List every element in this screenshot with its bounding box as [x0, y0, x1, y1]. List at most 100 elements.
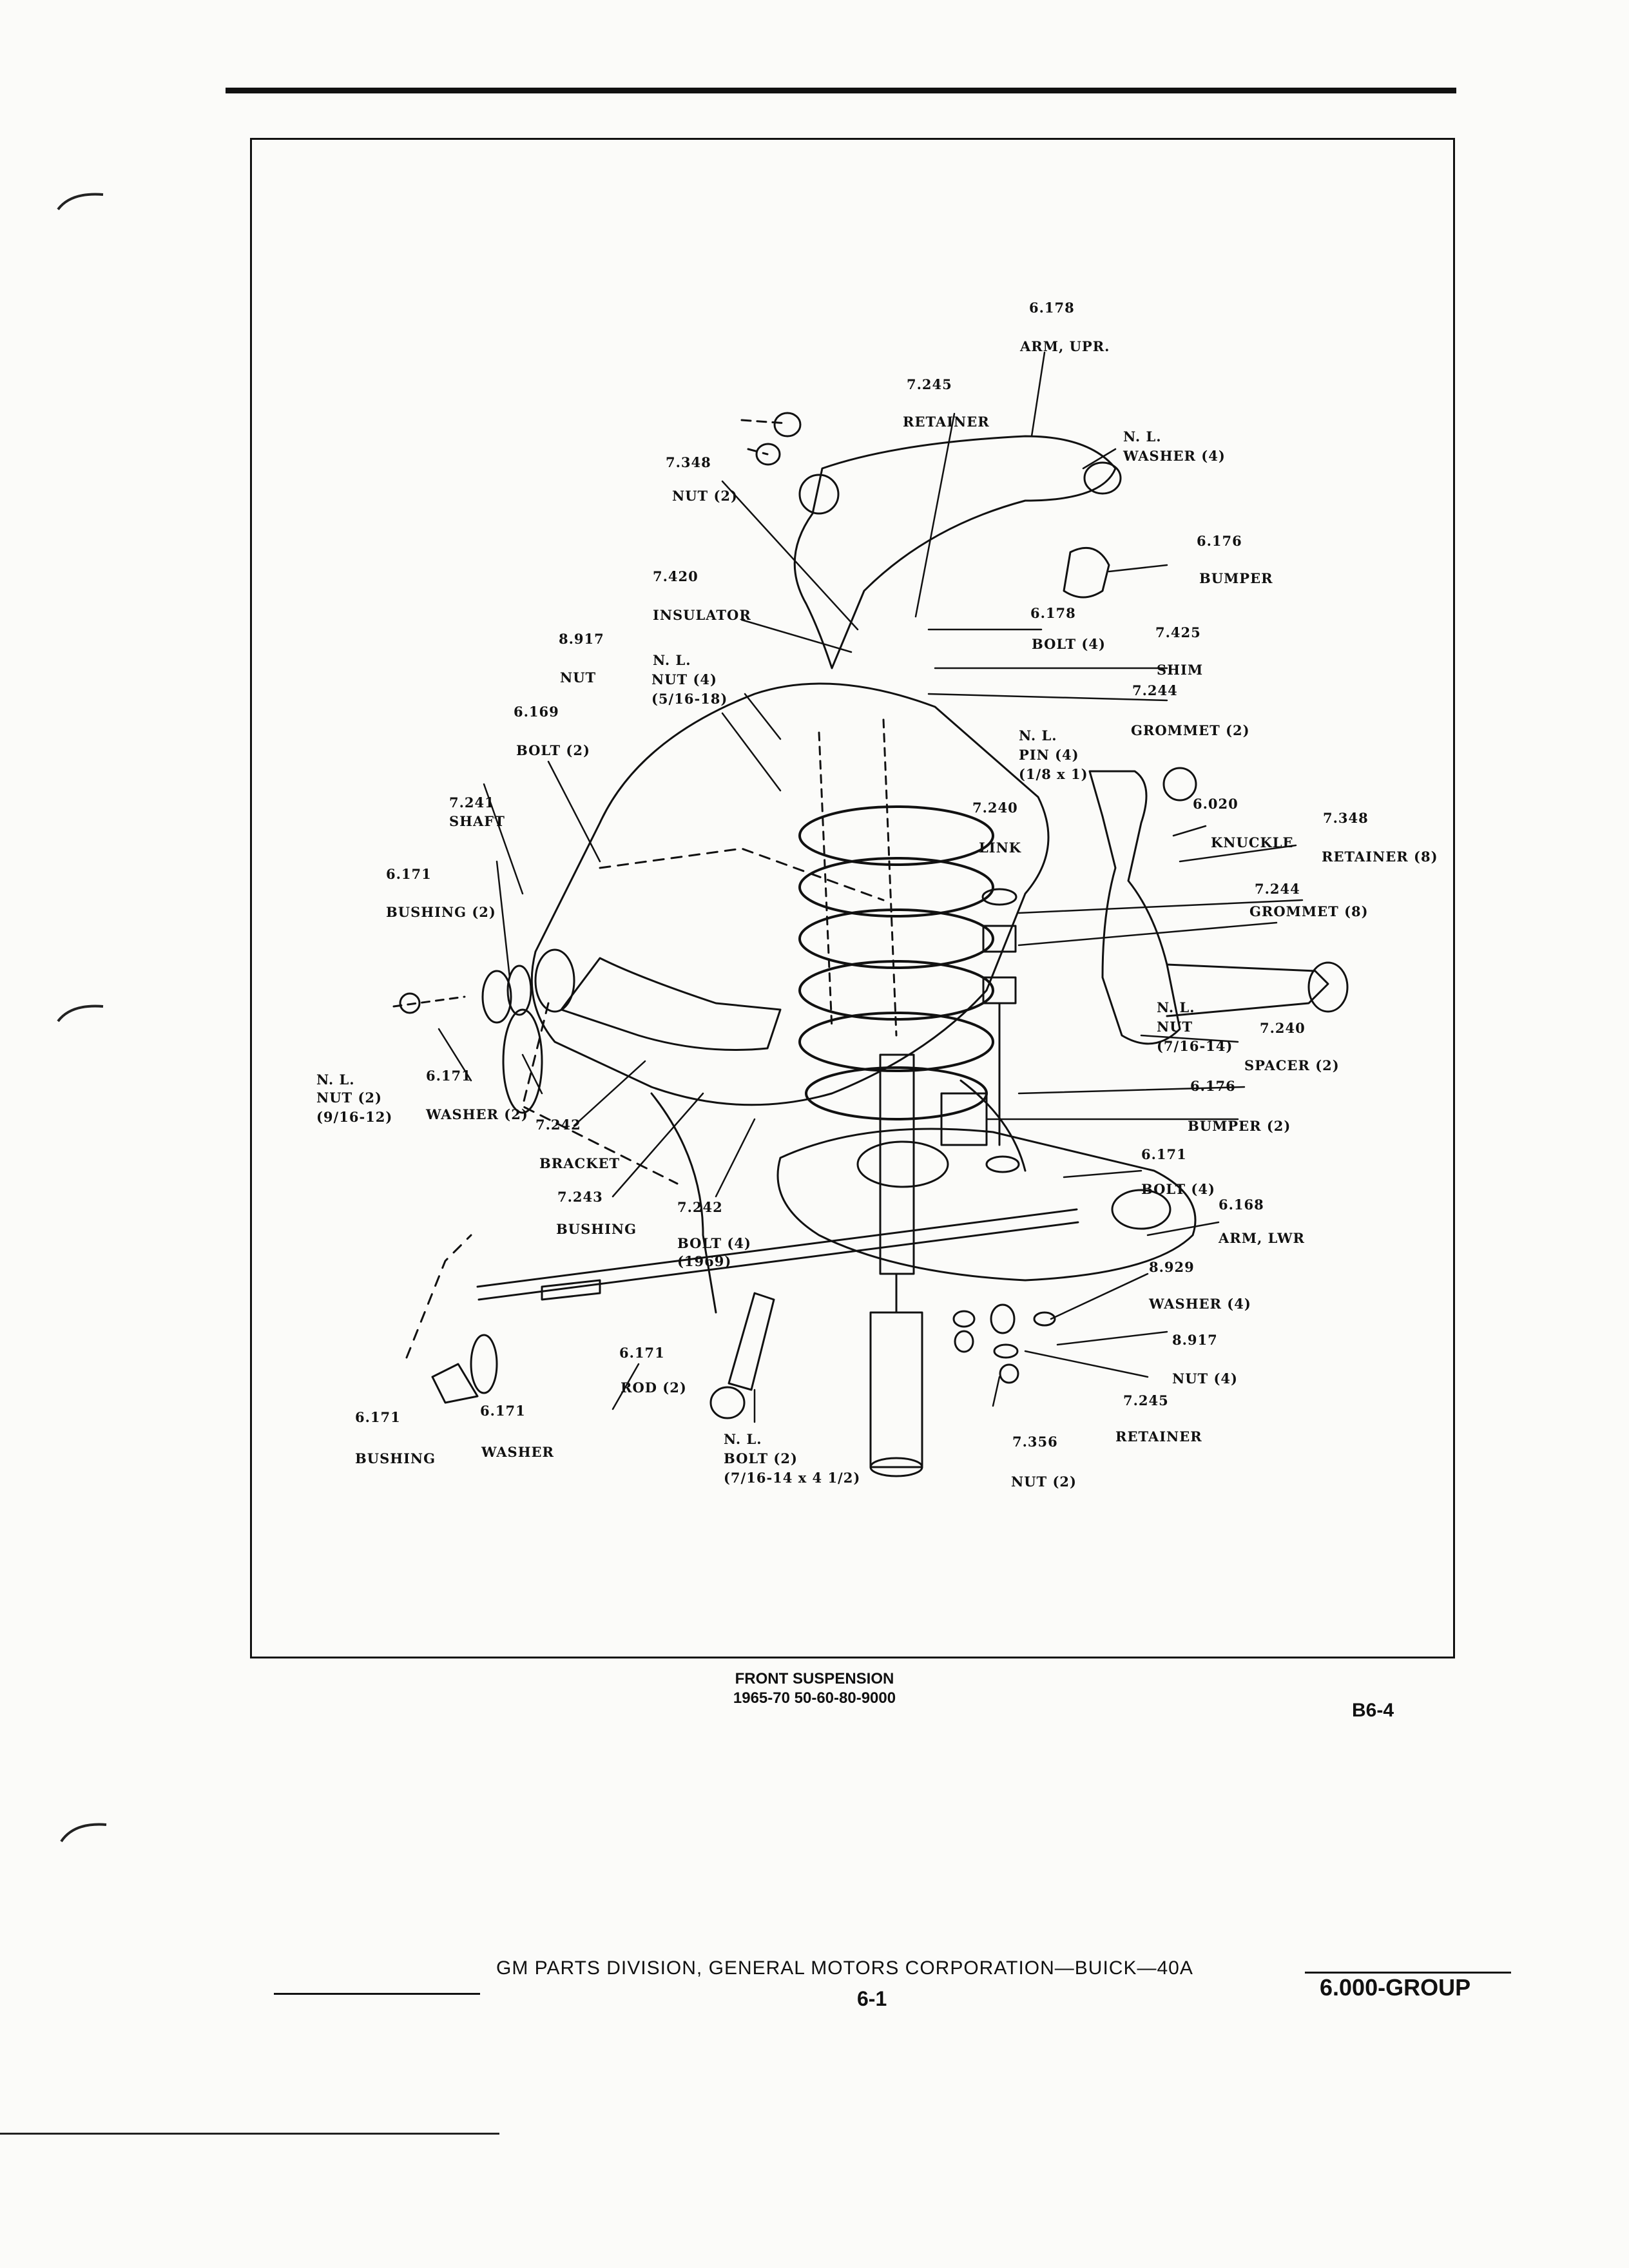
callout-label: 6.176 — [1197, 533, 1242, 549]
callout-label: BUSHING — [355, 1450, 436, 1466]
callout-label: RETAINER (8) — [1322, 849, 1438, 865]
callout-label: (5/16-18) — [651, 691, 728, 707]
callout-label: GROMMET (2) — [1131, 722, 1250, 738]
callout-label: (7/16-14) — [1157, 1038, 1233, 1054]
callout-label: (1/8 x 1) — [1019, 766, 1088, 782]
plate-id: B6-4 — [1352, 1700, 1394, 1721]
callout-label: N. L. — [1019, 727, 1057, 744]
callout-label: 6.171 — [1141, 1146, 1187, 1162]
front-suspension-diagram — [392, 351, 1349, 1477]
callout-label: BOLT (4) — [1032, 636, 1106, 652]
callout-label: BUMPER — [1199, 570, 1273, 586]
strut-rod — [405, 1208, 1079, 1404]
callout-label: 7.348 — [666, 454, 711, 470]
callout-label: SHAFT — [449, 813, 505, 829]
bottom-rule — [0, 2133, 499, 2135]
callout-label: N. L. — [1157, 999, 1195, 1015]
callout-label: SHIM — [1157, 662, 1204, 678]
callout-label: 7.240 — [972, 800, 1018, 816]
callout-label: 7.243 — [557, 1189, 603, 1205]
callout-label: 6.169 — [514, 704, 559, 720]
callout-label: (9/16-12) — [316, 1109, 393, 1125]
callout-label: PIN (4) — [1019, 747, 1079, 763]
callout-label: RETAINER — [903, 414, 990, 430]
leader-lines — [438, 351, 1304, 1423]
callout-label: WASHER — [481, 1444, 554, 1460]
callout-label: INSULATOR — [653, 607, 751, 623]
callout-label: 7.241 — [449, 794, 495, 811]
callout-label: RETAINER — [1115, 1428, 1202, 1445]
callout-label: BUSHING (2) — [386, 904, 496, 920]
shock-absorber — [869, 1053, 923, 1477]
upper-control-arm — [740, 412, 1122, 669]
callout-label: 6.171 — [619, 1345, 665, 1361]
callout-label: ARM, UPR. — [1020, 338, 1110, 354]
callout-label: BUMPER (2) — [1188, 1118, 1291, 1134]
callout-label: WASHER (4) — [1123, 448, 1226, 464]
callout-label: 6.171 — [426, 1068, 472, 1084]
page-number: 6-1 — [857, 1987, 887, 2010]
callout-label: 7.242 — [677, 1199, 723, 1215]
callout-label: 7.245 — [1123, 1392, 1169, 1408]
callout-label: WASHER (4) — [1149, 1296, 1251, 1312]
callout-label: NUT (2) — [672, 488, 738, 504]
steering-knuckle — [1088, 767, 1349, 1045]
callout-label: 7.425 — [1155, 624, 1201, 640]
callout-label: BOLT (4) — [677, 1235, 751, 1251]
footer-rule-right — [1305, 1972, 1511, 1974]
callout-label: 8.917 — [559, 631, 604, 647]
callout-label: 7.348 — [1323, 810, 1369, 826]
callout-label: NUT — [560, 669, 597, 686]
callout-label: NUT (4) — [651, 671, 717, 687]
callout-label: 6.171 — [355, 1409, 401, 1425]
callout-label: BOLT (2) — [516, 742, 590, 758]
callout-label: NUT — [1157, 1019, 1193, 1035]
callout-label: BOLT (4) — [1141, 1181, 1215, 1197]
callout-label: 6.168 — [1219, 1196, 1264, 1213]
callout-label: SPACER (2) — [1244, 1057, 1340, 1073]
callout-label: NUT (2) — [316, 1090, 382, 1106]
shaft-and-bushings — [392, 948, 782, 1114]
callout-label: N. L. — [653, 652, 691, 668]
callout-label: BUSHING — [556, 1221, 637, 1237]
callout-label: LINK — [979, 840, 1022, 856]
callout-label: 8.917 — [1172, 1332, 1218, 1348]
callout-label: KNUCKLE — [1211, 834, 1294, 850]
footer-rule-left — [274, 1993, 480, 1995]
callout-label: WASHER (2) — [426, 1106, 528, 1122]
callout-label: 6.171 — [386, 866, 432, 882]
callout-label: GROMMET (8) — [1249, 903, 1369, 919]
callout-label: BRACKET — [539, 1155, 621, 1171]
callout-label: 7.420 — [653, 568, 699, 584]
callout-layer: 6.178 ARM, UPR. 7.245 RETAINER N. L. WAS… — [252, 140, 1453, 1657]
callout-label: 6.171 — [480, 1403, 526, 1419]
callout-label: NUT (2) — [1011, 1474, 1077, 1490]
callout-label: ROD (2) — [621, 1379, 687, 1396]
margin-mark — [57, 1004, 104, 1023]
top-rule — [226, 88, 1456, 93]
callout-label: 7.240 — [1260, 1020, 1306, 1036]
callout-label: 8.929 — [1149, 1259, 1195, 1275]
lower-control-arm — [776, 1128, 1197, 1282]
margin-mark — [57, 193, 104, 211]
figure-title: FRONT SUSPENSION — [735, 1670, 894, 1687]
callout-label: 7.245 — [907, 376, 952, 392]
callout-label: 6.020 — [1193, 796, 1239, 812]
callout-label: 7.356 — [1012, 1434, 1058, 1450]
callout-label: 7.242 — [535, 1117, 581, 1133]
callout-label: N. L. — [1123, 428, 1162, 445]
group-number: 6.000-GROUP — [1320, 1974, 1471, 2001]
callout-label: NUT (4) — [1172, 1370, 1238, 1387]
margin-mark — [60, 1823, 107, 1843]
figure-subtitle: 1965-70 50-60-80-9000 — [733, 1689, 896, 1707]
footer-publisher: GM PARTS DIVISION, GENERAL MOTORS CORPOR… — [496, 1957, 1193, 1979]
callout-label: 6.178 — [1030, 605, 1076, 621]
diagram-frame — [250, 138, 1455, 1658]
callout-label: N. L. — [724, 1431, 762, 1447]
callout-label: 7.244 — [1132, 682, 1178, 698]
lower-fasteners — [709, 1292, 1056, 1419]
callout-label: (7/16-14 x 4 1/2) — [724, 1470, 861, 1486]
callout-label: ARM, LWR — [1219, 1230, 1305, 1246]
callout-label: N. L. — [316, 1072, 355, 1088]
callout-label: 6.176 — [1190, 1078, 1236, 1094]
